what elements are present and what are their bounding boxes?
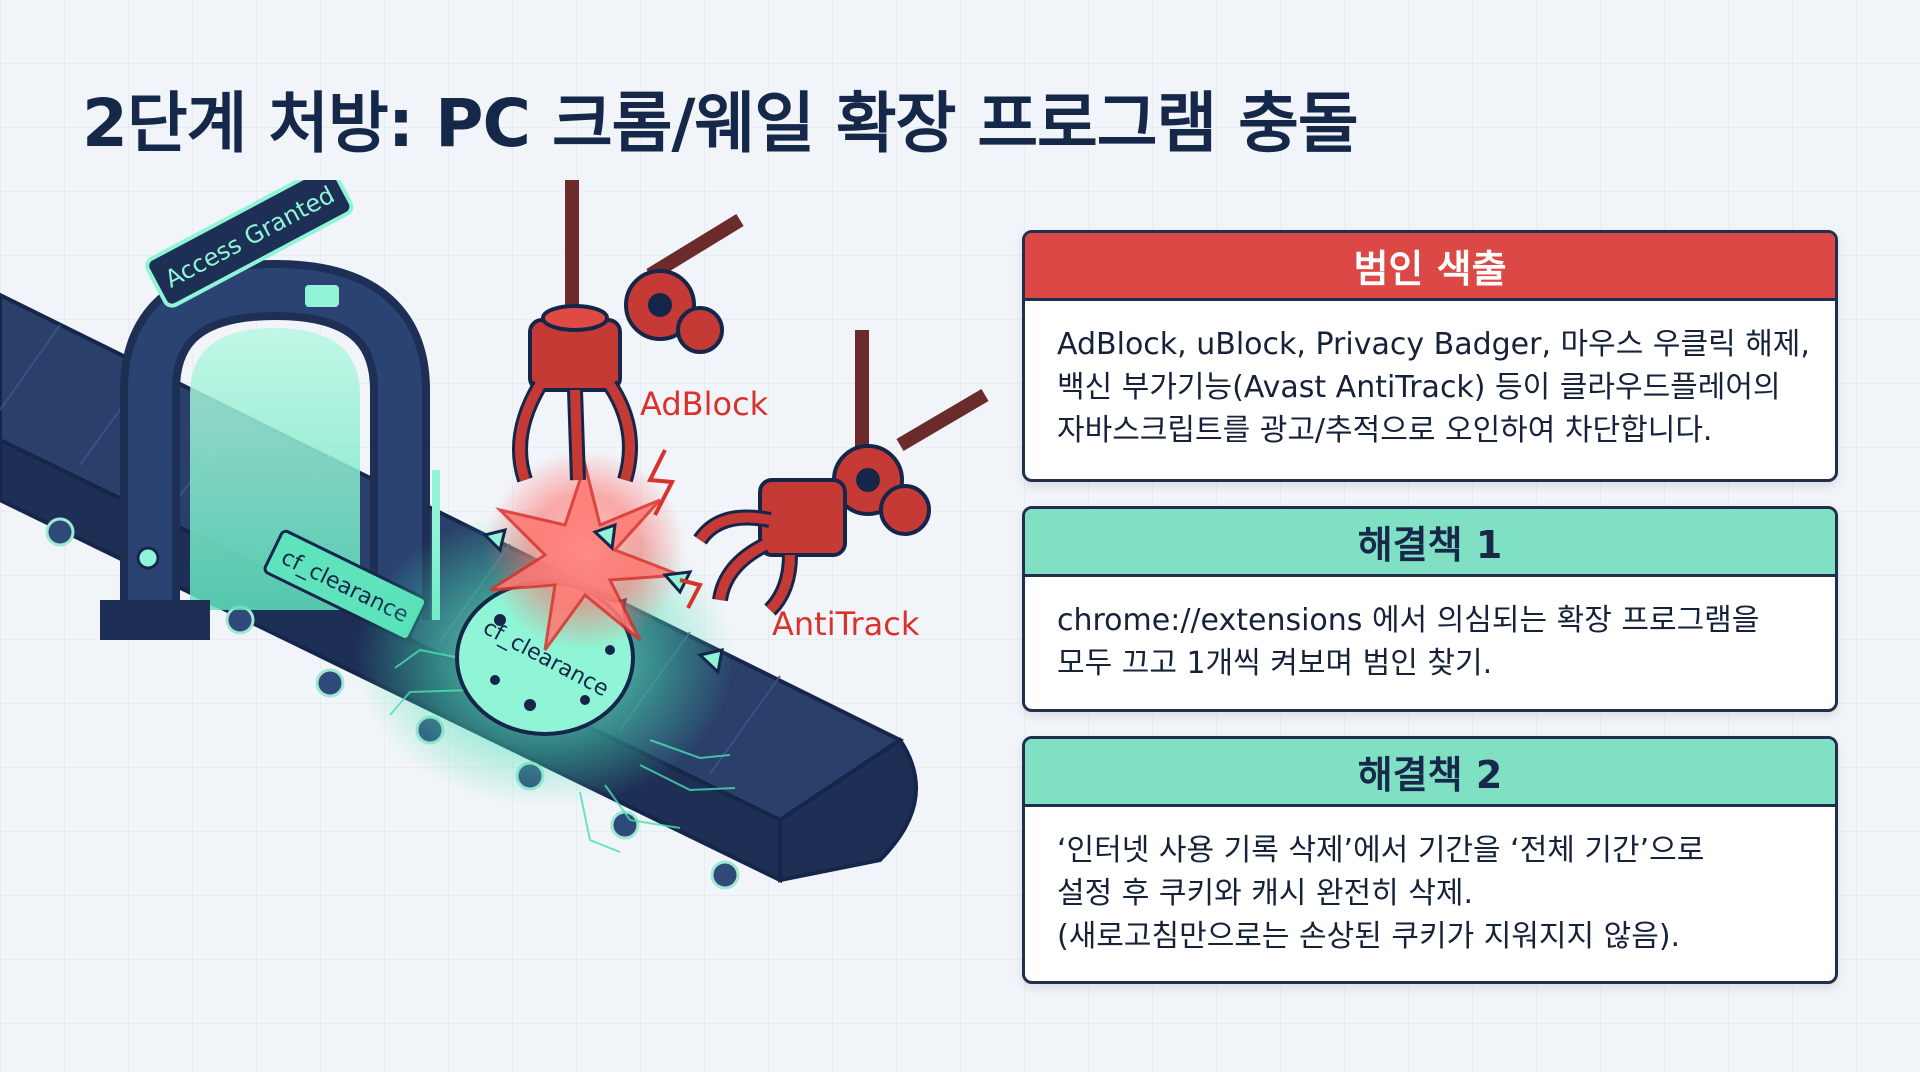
impact-burst-icon <box>482 449 724 675</box>
culprit-line-2: 백신 부가기능(Avast AntiTrack) 등이 클라우드플레어의 <box>1057 370 1781 405</box>
culprit-card: 범인 색출 AdBlock, uBlock, Privacy Badger, 마… <box>1022 230 1838 482</box>
culprit-card-body: AdBlock, uBlock, Privacy Badger, 마우스 우클릭… <box>1025 301 1835 474</box>
conveyor-illustration: Access Granted cf_clearance <box>0 180 989 890</box>
solution-2-header: 해결책 2 <box>1025 739 1835 807</box>
antitrack-label: AntiTrack <box>772 605 920 643</box>
culprit-card-header: 범인 색출 <box>1025 233 1835 301</box>
solution-2-card: 해결책 2 ‘인터넷 사용 기록 삭제’에서 기간을 ‘전체 기간’으로 설정 … <box>1022 736 1838 984</box>
adblock-robot-arm <box>512 180 744 483</box>
solution-1-body: chrome://extensions 에서 의심되는 확장 프로그램을 모두 … <box>1025 577 1835 707</box>
solution-2-line-3: (새로고침만으로는 손상된 쿠키가 지워지지 않음). <box>1057 919 1681 954</box>
page-title: 2단계 처방: PC 크롬/웨일 확장 프로그램 충돌 <box>82 85 1359 162</box>
solution-1-line-2: 모두 끄고 1개씩 켜보며 범인 찾기. <box>1057 646 1493 681</box>
access-gate <box>100 260 440 640</box>
antitrack-robot-arm <box>693 330 989 616</box>
culprit-line-1: AdBlock, uBlock, Privacy Badger, 마우스 우클릭… <box>1057 327 1810 362</box>
solution-2-line-1: ‘인터넷 사용 기록 삭제’에서 기간을 ‘전체 기간’으로 <box>1057 833 1705 868</box>
culprit-line-3: 자바스크립트를 광고/추적으로 오인하여 차단합니다. <box>1057 413 1713 448</box>
solution-1-card: 해결책 1 chrome://extensions 에서 의심되는 확장 프로그… <box>1022 506 1838 712</box>
adblock-label: AdBlock <box>640 385 769 423</box>
solution-1-header: 해결책 1 <box>1025 509 1835 577</box>
solution-2-body: ‘인터넷 사용 기록 삭제’에서 기간을 ‘전체 기간’으로 설정 후 쿠키와 … <box>1025 807 1835 980</box>
solution-2-line-2: 설정 후 쿠키와 캐시 완전히 삭제. <box>1057 876 1474 911</box>
solution-1-line-1: chrome://extensions 에서 의심되는 확장 프로그램을 <box>1057 603 1760 638</box>
